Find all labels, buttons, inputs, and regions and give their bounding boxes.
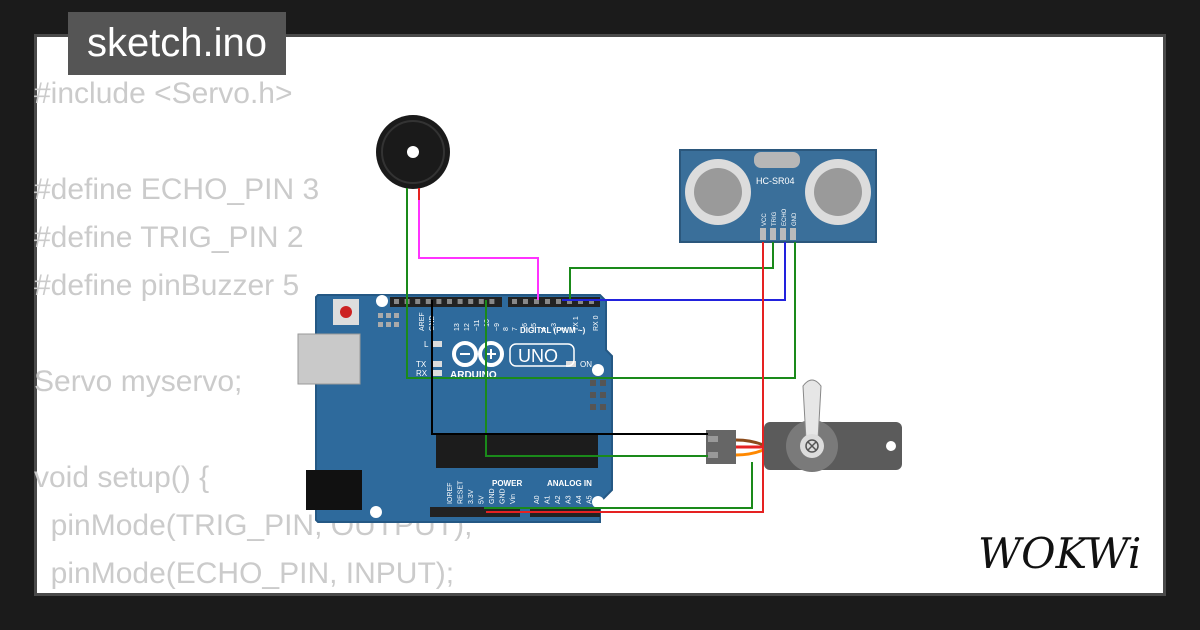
led-rx-label: RX [416, 369, 428, 378]
pin-label: A1 [545, 495, 552, 504]
pin-label: GND [489, 488, 496, 504]
pin-label: 2 [561, 327, 568, 331]
pin-label: AREF [419, 312, 426, 331]
pin-label: 4 [541, 327, 548, 331]
buzzer[interactable] [376, 115, 450, 200]
pin-label: A5 [587, 495, 594, 504]
on-label: ON [580, 360, 592, 369]
pin-label: 12 [464, 323, 471, 331]
pin-label: ~11 [474, 320, 481, 331]
pin-label: TX 1 [573, 316, 580, 331]
sensor-pin-label: VCC [762, 213, 768, 226]
pin-label: 13 [454, 323, 461, 331]
pin-label: IOREF [447, 483, 454, 504]
wire-buzzer-gnd [406, 200, 796, 379]
wokwi-logo: WOKWi [978, 526, 1148, 578]
pin-label: ~5 [531, 323, 538, 331]
led-tx-label: TX [416, 360, 427, 369]
wire-servo-signal [431, 300, 708, 435]
microcontroller-chip [436, 434, 598, 468]
pin-label: A3 [566, 495, 573, 504]
code-line: #define pinBuzzer 5 [34, 269, 300, 302]
sensor-pin-label: TRIG [772, 211, 778, 226]
pin-label: ~9 [494, 323, 501, 331]
wire-buzzer-signal [418, 200, 539, 300]
hc-sr04-sensor[interactable]: HC-SR04 VCC TRIG ECHO GND [679, 149, 877, 243]
pin-label: RESET [458, 480, 465, 504]
wire-trig [569, 242, 774, 300]
wire-bottom-gnd [484, 462, 753, 509]
digital-label: DIGITAL (PWM ~) [520, 326, 586, 335]
sensor-pin-label: ECHO [782, 208, 788, 226]
analog-label: ANALOG IN [547, 479, 592, 488]
pin-label: A2 [555, 495, 562, 504]
code-line: pinMode(TRIG_PIN, OUTPUT); [34, 509, 473, 542]
power-jack [306, 470, 362, 510]
arduino-uno-board[interactable]: L TX RX ON DIGITAL (PWM ~) UNO ARDUINO P… [297, 294, 613, 523]
led-l-label: L [424, 340, 429, 349]
pin-label: RX 0 [593, 315, 600, 331]
pin-label: ~6 [522, 323, 529, 331]
wire-servo-gnd [485, 300, 708, 457]
wokwi-logo-text: WOKWi [978, 529, 1141, 578]
pin-label: A0 [534, 495, 541, 504]
pin-label: 7 [512, 327, 519, 331]
pin-label: Vin [510, 494, 517, 504]
wire-vcc [486, 242, 764, 513]
board-brand-label: ARDUINO [450, 370, 497, 381]
code-line: Servo myservo; [34, 365, 243, 398]
power-label: POWER [492, 479, 522, 488]
pin-label: ~3 [551, 323, 558, 331]
arduino-logo-icon [452, 341, 504, 367]
wire-echo [562, 242, 786, 301]
servo-motor[interactable] [706, 379, 902, 472]
pin-label: ~10 [484, 319, 491, 331]
code-line: void setup() { [34, 461, 210, 494]
code-line: #define ECHO_PIN 3 [34, 173, 320, 206]
pin-label: 8 [503, 327, 510, 331]
pin-label: A4 [576, 495, 583, 504]
code-line: #define TRIG_PIN 2 [34, 221, 304, 254]
sensor-name: HC-SR04 [756, 176, 795, 186]
pin-label: 3.3V [468, 489, 475, 504]
usb-port [297, 333, 361, 385]
wires [406, 200, 796, 513]
pin-label: GND [500, 488, 507, 504]
code-background: #include <Servo.h> #define ECHO_PIN 3 #def… [34, 70, 472, 598]
file-tab[interactable]: sketch.ino [68, 12, 286, 75]
sensor-pin-label: GND [792, 212, 798, 226]
pin-label: 5V [479, 495, 486, 504]
code-line: pinMode(ECHO_PIN, INPUT); [34, 557, 455, 590]
board-model-label: UNO [518, 346, 558, 366]
code-line: #include <Servo.h> [34, 77, 293, 110]
